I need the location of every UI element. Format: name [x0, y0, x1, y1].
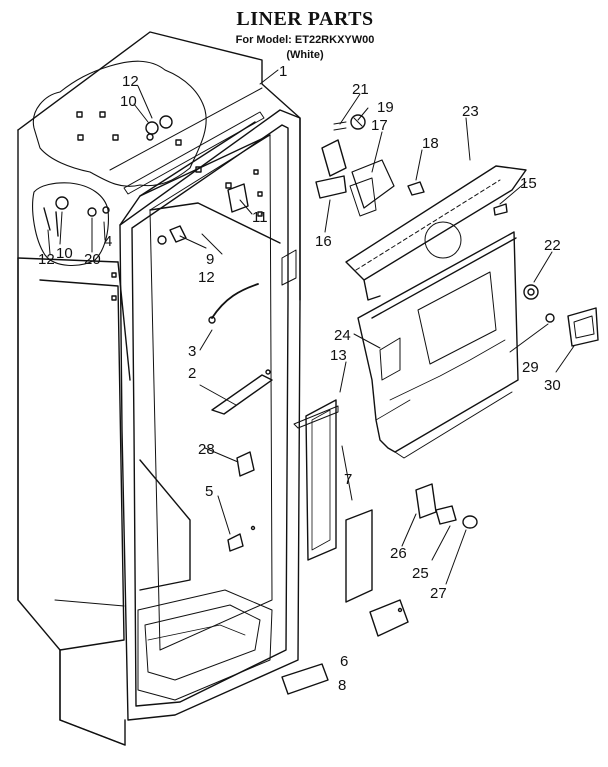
callout-12-left: 12: [38, 251, 55, 268]
callout-19: 19: [377, 99, 394, 116]
callout-1: 1: [279, 63, 287, 80]
cabinet-components: [43, 115, 273, 552]
callout-11: 11: [252, 209, 268, 226]
model-number: For Model: ET22RKXYW00: [235, 34, 375, 46]
callout-18: 18: [422, 135, 439, 152]
callout-12-top: 12: [122, 73, 139, 90]
callout-10-left: 10: [56, 245, 73, 262]
callout-16: 16: [315, 233, 332, 250]
callout-23: 23: [462, 103, 479, 120]
leader-lines: [47, 69, 575, 585]
callout-28: 28: [198, 441, 215, 458]
callout-27: 27: [430, 585, 447, 602]
evaporator-cover-assembly: [281, 114, 599, 695]
callout-8: 8: [338, 677, 346, 694]
callout-10-top: 10: [120, 93, 137, 110]
callout-30: 30: [544, 377, 561, 394]
callout-25: 25: [412, 565, 429, 582]
callout-4: 4: [104, 233, 112, 250]
callout-6: 6: [340, 653, 348, 670]
color-variant: (White): [286, 49, 324, 61]
callout-labels: 1 2 3 4 5 6 7 8 9 10 10 11 12 12 12 13 1…: [38, 63, 561, 694]
callout-13: 13: [330, 347, 347, 364]
callout-17: 17: [371, 117, 388, 134]
liner-cabinet: [17, 31, 301, 746]
callout-2: 2: [188, 365, 196, 382]
callout-12-center: 12: [198, 269, 215, 286]
callout-22: 22: [544, 237, 561, 254]
callout-15: 15: [520, 175, 537, 192]
callout-24: 24: [334, 327, 351, 344]
callout-29: 29: [522, 359, 539, 376]
callout-21: 21: [352, 81, 369, 98]
callout-20: 20: [84, 251, 101, 268]
callout-5: 5: [205, 483, 213, 500]
callout-7: 7: [344, 471, 352, 488]
callout-3: 3: [188, 343, 196, 360]
callout-26: 26: [390, 545, 407, 562]
callout-9: 9: [206, 251, 214, 268]
diagram-title: LINER PARTS: [236, 8, 374, 30]
